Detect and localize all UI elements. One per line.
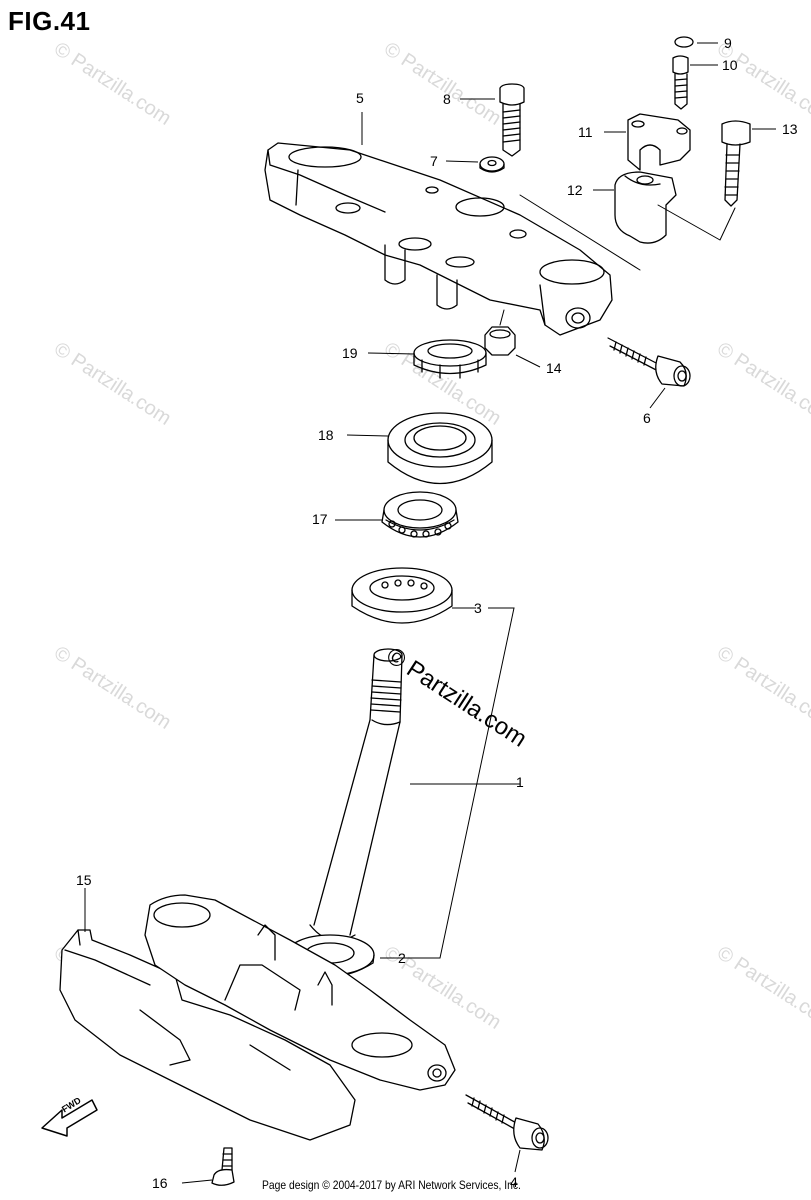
callout-19: 19	[342, 345, 358, 361]
dust-seal-18	[387, 412, 493, 485]
cap-9	[674, 36, 694, 48]
handlebar-holder-12	[614, 171, 677, 244]
figure-title: FIG.41	[8, 6, 91, 36]
callout-5: 5	[356, 90, 364, 106]
callout-7: 7	[430, 153, 438, 169]
callout-10: 10	[722, 57, 738, 73]
nut-14	[484, 326, 516, 356]
callout-9: 9	[724, 35, 732, 51]
callout-13: 13	[782, 121, 798, 137]
callout-3: 3	[474, 600, 482, 616]
callout-6: 6	[643, 410, 651, 426]
washer-7	[479, 156, 505, 173]
callout-4: 4	[510, 1174, 518, 1190]
callout-14: 14	[546, 360, 562, 376]
callout-8: 8	[443, 91, 451, 107]
callout-2: 2	[398, 950, 406, 966]
bolt-4	[465, 1094, 549, 1151]
screw-16	[211, 1147, 235, 1186]
callout-12: 12	[567, 182, 583, 198]
upper-bracket	[264, 142, 613, 336]
fwd-arrow-icon	[41, 1099, 98, 1137]
bearing-17	[381, 491, 459, 538]
callout-leaders	[84, 42, 776, 1184]
lower-bracket-cover-15	[59, 929, 356, 1141]
bolt-13	[721, 120, 751, 207]
bearing-race-3	[351, 567, 453, 624]
steering-stem-1	[309, 648, 403, 942]
bolt-8	[499, 83, 525, 157]
steering-stem-nut-19	[413, 339, 487, 379]
callout-18: 18	[318, 427, 334, 443]
callout-16: 16	[152, 1175, 168, 1191]
handlebar-holder-cap-11	[627, 113, 691, 171]
footer-copyright: Page design © 2004-2017 by ARI Network S…	[262, 1178, 521, 1192]
callout-17: 17	[312, 511, 328, 527]
lower-bracket	[144, 894, 456, 1091]
bolt-10	[672, 55, 689, 110]
callout-11: 11	[578, 124, 593, 140]
callout-15: 15	[76, 872, 92, 888]
bolt-6	[607, 337, 691, 387]
callout-1: 1	[516, 774, 524, 790]
